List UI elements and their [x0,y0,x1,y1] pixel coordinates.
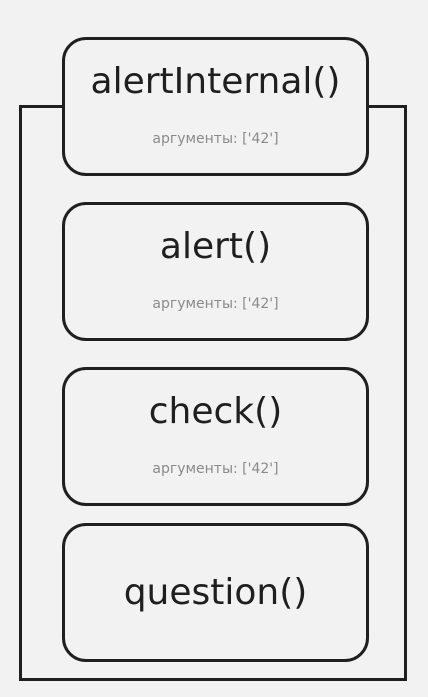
function-name: alert() [159,226,272,267]
function-name: question() [123,572,308,613]
function-arguments: аргументы: ['42'] [152,296,279,312]
stack-frame-check: check() аргументы: ['42'] [62,367,369,506]
function-name: alertInternal() [90,61,341,102]
stack-frame-alert: alert() аргументы: ['42'] [62,202,369,341]
stack-frame-question: question() [62,523,369,662]
function-name: check() [148,391,283,432]
function-arguments: аргументы: ['42'] [152,461,279,477]
function-arguments: аргументы: ['42'] [152,131,279,147]
stack-frame-alert-internal: alertInternal() аргументы: ['42'] [62,37,369,176]
